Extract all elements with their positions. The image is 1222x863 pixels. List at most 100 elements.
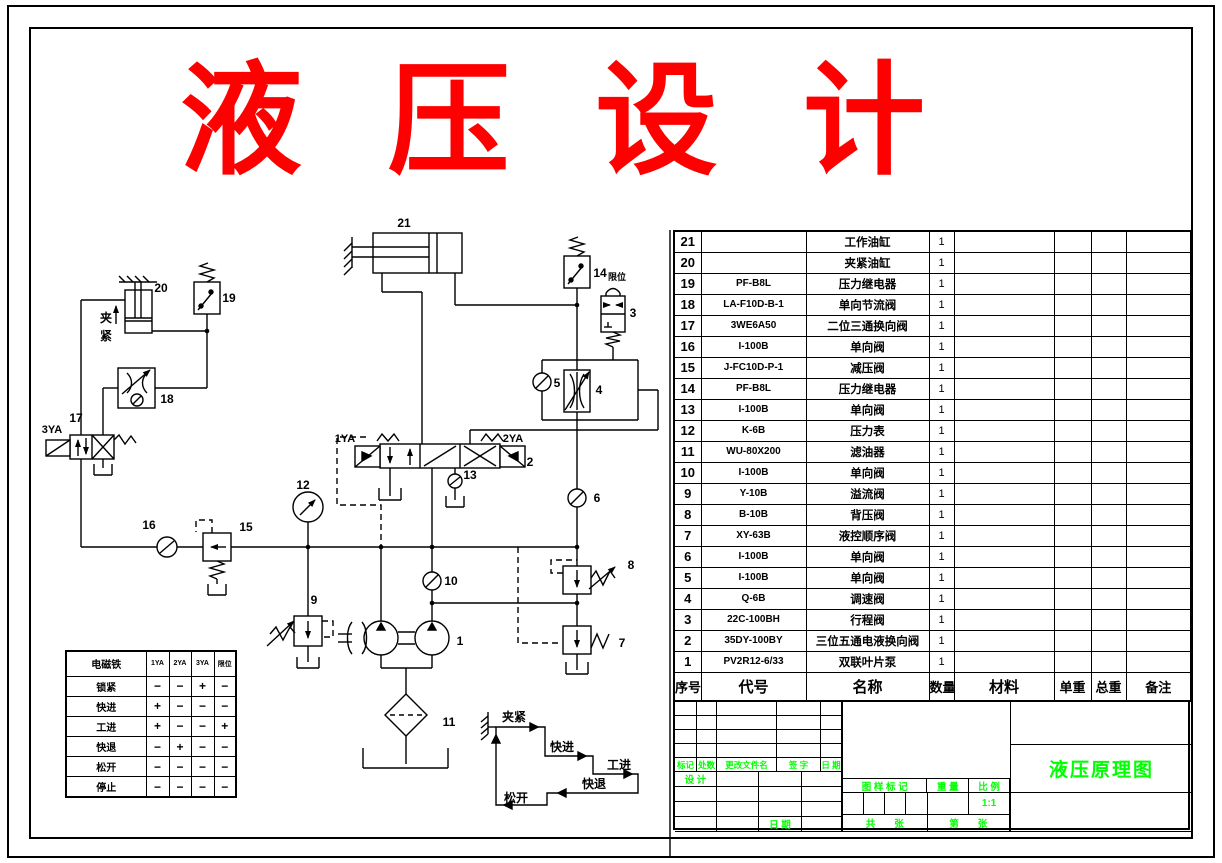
bom-cell-name: 双联叶片泵 [805,650,930,673]
solenoid-stage-label: 工进 [65,715,147,738]
bom-cell-qty: 1 [928,629,955,652]
bom-cell-name: 压力继电器 [805,377,930,400]
label-18: 18 [160,392,174,406]
bom-cell-no: 18 [673,293,702,316]
bom-cell-empty [1090,377,1127,400]
bom-cell-empty [1125,314,1192,337]
empty-cell [717,802,759,817]
empty-cell [675,817,717,832]
weight-label: 重 量 [927,779,970,793]
bom-cell-code: Q-6B [700,587,807,610]
bom-cell-name: 单向阀 [805,461,930,484]
empty-cell [802,817,842,832]
bom-cell-name: 单向节流阀 [805,293,930,316]
inner-border [29,27,1193,839]
bom-cell-empty [1090,545,1127,568]
bom-cell-empty [1053,230,1092,253]
bom-cell-qty: 1 [928,272,955,295]
rev-header-mark: 标记 [675,758,697,772]
bom-header-name: 名称 [805,671,930,702]
solenoid-row: 快进+−−− [65,695,237,717]
bom-cell-empty [1090,419,1127,442]
solenoid-stage-label: 快退 [65,736,147,758]
bom-cell-qty: 1 [928,524,955,547]
solenoid-state-value: − [145,736,170,758]
bom-cell-no: 10 [673,461,702,484]
bom-cell-empty [1053,587,1092,610]
bom-cell-qty: 1 [928,335,955,358]
bom-header-material: 材料 [953,671,1055,702]
bom-cell-empty [953,587,1055,610]
bom-cell-empty [953,629,1055,652]
bom-cell-qty: 1 [928,545,955,568]
bom-cell-empty [1090,482,1127,505]
bom-cell-empty [1053,440,1092,463]
bom-cell-no: 8 [673,503,702,526]
cycle-label-fast-return: 快退 [582,776,606,791]
solenoid-row: 停止−−−− [65,776,237,798]
check-valve-13 [445,473,465,508]
bom-cell-empty [1125,356,1192,379]
bom-cell-empty [1125,419,1192,442]
bom-cell-name: 压力表 [805,419,930,442]
bom-cell-empty [1090,566,1127,589]
bom-cell-code: I-100B [700,545,807,568]
empty-cell [821,702,842,716]
bom-cell-empty [953,566,1055,589]
bom-cell-empty [1053,293,1092,316]
bom-cell-code: PF-B8L [700,377,807,400]
label-2: 2 [527,455,534,469]
bom-cell-name: 行程阀 [805,608,930,631]
scale-value: 1:1 [969,793,1010,815]
bom-cell-code [700,251,807,274]
revision-table: 标记 处数 更改文件名 签 字 日 期 [675,702,842,772]
title-char: 设 [595,55,718,190]
bom-cell-empty [1125,545,1192,568]
empty-cell [759,802,802,817]
bom-cell-no: 5 [673,566,702,589]
bom-cell-code: WU-80X200 [700,440,807,463]
bom-cell-no: 20 [673,251,702,274]
check-valve-6 [567,488,587,508]
empty-cell [697,716,717,730]
one-way-throttle-valve [117,367,156,409]
drawing-no-area [1011,793,1193,832]
bom-cell-code: K-6B [700,419,807,442]
label-9: 9 [311,593,318,607]
bom-cell-empty [953,230,1055,253]
empty-cell [802,787,842,802]
double-vane-pump [338,620,450,656]
solenoid-header-2ya: 2YA [168,650,192,677]
bom-cell-empty [1053,377,1092,400]
bom-cell-no: 2 [673,629,702,652]
bom-cell-qty: 1 [928,377,955,400]
solenoid-header-3ya: 3YA [190,650,215,677]
title-char: 液 [180,55,302,190]
spring [207,560,227,580]
bom-cell-empty [1053,524,1092,547]
rev-header-count: 处数 [697,758,717,772]
bom-cell-empty [1125,629,1192,652]
label-17: 17 [69,411,83,425]
label-19: 19 [222,291,236,305]
solenoid-state-value: − [168,776,192,798]
bom-cell-empty [953,251,1055,274]
bom-cell-code: I-100B [700,335,807,358]
bom-cell-qty: 1 [928,461,955,484]
empty-cell [777,730,821,744]
bom-cell-empty [1125,377,1192,400]
solenoid-state-value: − [145,675,170,697]
solenoid-header-em: 电磁铁 [65,650,147,677]
empty-cell [777,702,821,716]
solenoid-state-value: − [190,695,215,717]
bom-cell-empty [1090,398,1127,421]
bom-cell-empty [1053,335,1092,358]
bom-cell-name: 调速阀 [805,587,930,610]
